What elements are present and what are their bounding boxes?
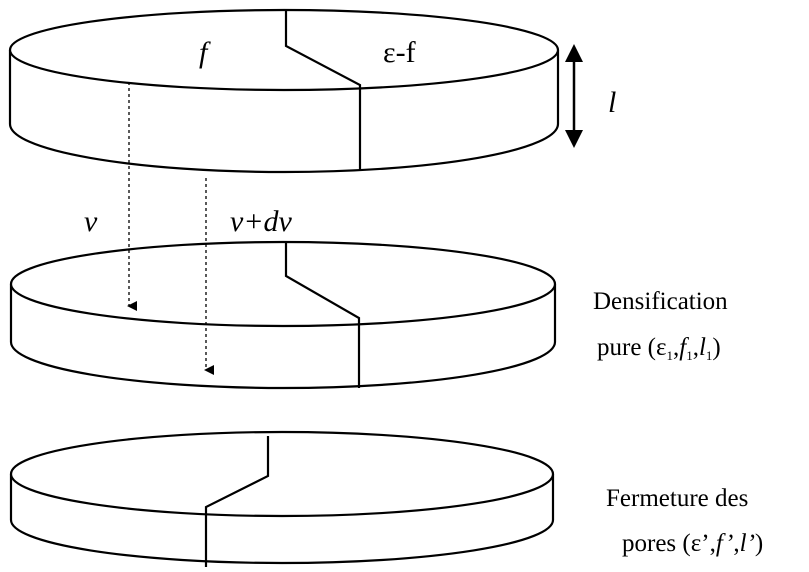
velocity-label-v: v	[84, 205, 98, 238]
densification-caption-line1: Densification	[593, 288, 728, 315]
top-disk-divider	[284, 10, 362, 170]
middle-disk-divider	[284, 242, 361, 388]
middle-disk	[9, 240, 557, 390]
top-label-eps-minus-f: ε-f	[383, 36, 416, 69]
bottom-disk-divider	[204, 436, 270, 567]
densification-caption-line2: pure (ε1,f1,l1)	[597, 334, 721, 363]
displacement-arrows	[127, 82, 214, 375]
bottom-disk	[9, 430, 555, 567]
top-disk-face	[8, 8, 560, 92]
pore-closure-caption-line2: pores (ε’,f’,l’)	[622, 530, 763, 557]
top-disk	[8, 8, 560, 174]
pore-closure-caption-line1: Fermeture des	[606, 485, 748, 512]
bottom-disk-face	[9, 430, 555, 518]
velocity-label-v-plus-dv: v+dv	[230, 205, 293, 238]
thickness-label-l: l	[608, 86, 616, 119]
middle-disk-face	[9, 240, 557, 328]
thickness-arrow	[565, 44, 583, 148]
